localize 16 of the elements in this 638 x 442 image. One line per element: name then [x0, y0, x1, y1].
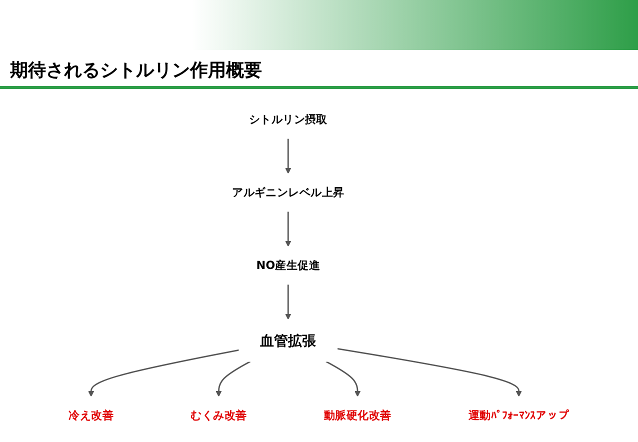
arrow [326, 360, 361, 397]
node-text: NO産生促進 [256, 258, 320, 272]
arrow [285, 138, 292, 174]
node-text: 血管拡張 [260, 332, 316, 349]
arrow [285, 284, 292, 320]
node-text: むくみ改善 [190, 408, 247, 422]
arrow [216, 360, 251, 397]
node-text: シトルリン摂取 [248, 112, 328, 126]
node-text: 動脈硬化改善 [324, 408, 392, 422]
node-text: アルギニンレベル上昇 [232, 185, 344, 199]
node-text: 冷え改善 [68, 408, 114, 422]
node-text: 運動ﾊﾟﾌｫｰﾏﾝｽアップ [468, 408, 570, 422]
title: 期待されるシトルリン作用概要 [10, 59, 262, 82]
arrow [337, 348, 522, 397]
arrow [285, 211, 292, 247]
arrow [88, 349, 240, 397]
